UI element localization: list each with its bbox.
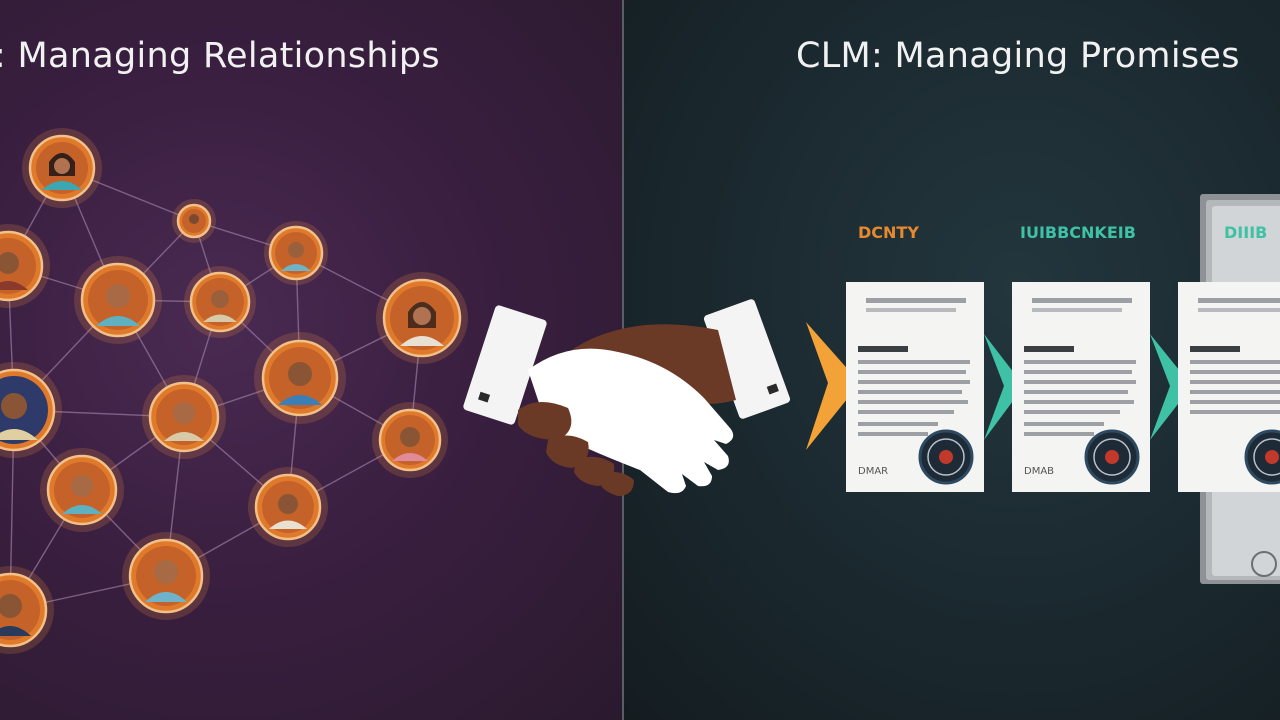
relationship-network: [0, 128, 468, 654]
person-node: [0, 566, 54, 654]
person-node: [376, 272, 468, 364]
step-label: DCNTY: [858, 223, 919, 242]
person-node: [264, 221, 328, 285]
arrow-orange-icon: [806, 322, 860, 450]
person-node: [40, 448, 124, 532]
document-footer: DMAB: [1024, 466, 1054, 477]
person-node: [22, 128, 102, 208]
person-node: [0, 224, 50, 308]
contract-flow: DCNTY IUIBBCNKEIB DIIIB DMAR DMAB: [806, 194, 1280, 584]
arrow-teal-icon: [984, 334, 1024, 440]
contract-document: [1178, 282, 1280, 492]
right-panel-title: CLM: Managing Promises: [796, 36, 1240, 76]
document-footer: DMAR: [858, 466, 888, 477]
person-node: [0, 362, 62, 458]
person-node: [184, 266, 256, 338]
person-node: [372, 402, 448, 478]
person-node: [122, 532, 210, 620]
contract-document: [846, 282, 984, 492]
contract-document: [1012, 282, 1150, 492]
network-nodes: [0, 128, 468, 654]
arrow-teal-icon: [1150, 334, 1192, 440]
person-node: [74, 256, 162, 344]
person-node: [142, 375, 226, 459]
left-panel-title: : Managing Relationships: [0, 36, 440, 76]
person-node: [248, 467, 328, 547]
step-label: IUIBBCNKEIB: [1020, 223, 1136, 242]
person-node: [254, 332, 346, 424]
person-node: [172, 199, 216, 243]
step-label: DIIIB: [1224, 223, 1267, 242]
seal-icon: [1244, 429, 1280, 485]
